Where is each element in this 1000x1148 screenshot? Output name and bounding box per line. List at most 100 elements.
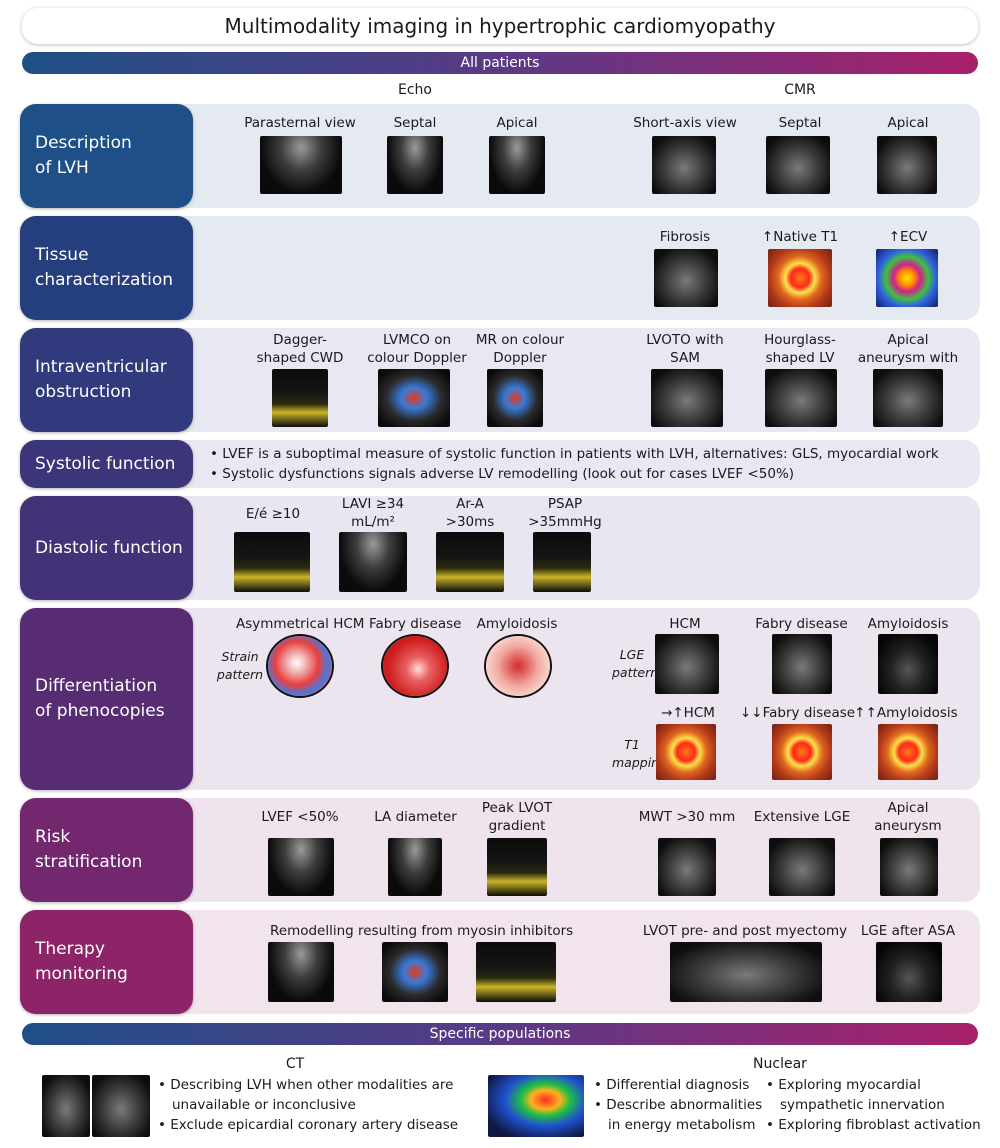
row-label-tissue: Tissue characterization: [20, 216, 193, 320]
caption-lavi: LAVI ≥34 mL/m²: [341, 496, 405, 530]
image-lvef-echo: [268, 838, 334, 896]
row-label-lvh: Description of LVH: [20, 104, 193, 208]
image-hourglass-lv: [765, 369, 837, 427]
image-native-t1-map: [768, 249, 832, 307]
nuclear-bullet-3-text: Exploring myocardial sympathetic innerva…: [778, 1077, 945, 1113]
image-septal-echo: [387, 136, 443, 194]
row-label-lvh-text: Description of LVH: [35, 133, 132, 178]
row-label-risk: Risk stratification: [20, 798, 193, 902]
image-myosin-echo-1: [268, 942, 334, 1002]
image-apical-echo: [489, 136, 545, 194]
systolic-bullet-2: • Systolic dysfunctions signals adverse …: [210, 466, 795, 482]
row-label-therapy-text: Therapy monitoring: [35, 939, 128, 984]
row-label-phenocopies: Differentiation of phenocopies: [20, 608, 193, 790]
image-lvmco-doppler: [378, 369, 450, 427]
nuclear-bullet-2-text: Describe abnormalities in energy metabol…: [606, 1097, 763, 1133]
caption-hcm-lge: HCM: [669, 616, 701, 632]
caption-amyloidosis-lge: Amyloidosis: [867, 616, 949, 632]
row-label-tissue-text: Tissue characterization: [35, 245, 174, 290]
caption-hcm-t1: →↑HCM: [661, 705, 715, 721]
caption-ecv: ↑ECV: [888, 229, 928, 245]
image-amyloidosis-lge: [878, 634, 938, 694]
caption-fibrosis: Fibrosis: [659, 229, 711, 245]
caption-lvoto-sam: LVOTO with SAM: [646, 332, 724, 366]
image-apical-aneurysm-lge: [873, 369, 943, 427]
nuclear-bullet-4-text: Exploring fibroblast activation: [778, 1117, 981, 1133]
caption-extensive-lge: Extensive LGE: [753, 809, 851, 825]
column-header-cmr: CMR: [784, 82, 816, 98]
row-label-phenocopies-text: Differentiation of phenocopies: [35, 676, 165, 721]
caption-fabry-lge: Fabry disease: [755, 616, 848, 632]
row-tissue-panel: [150, 216, 980, 320]
systolic-bullet-1-text: LVEF is a suboptimal measure of systolic…: [222, 446, 939, 462]
image-fibrosis-cmr: [654, 249, 718, 307]
caption-septal-cmr: Septal: [778, 115, 822, 131]
caption-hourglass: Hourglass-shaped LV: [764, 332, 836, 366]
section-title-ct: CT: [285, 1056, 305, 1072]
image-lge-asa-cmr: [876, 942, 942, 1002]
image-lvot-myectomy-cmr: [670, 942, 822, 1002]
image-mr-doppler: [487, 369, 543, 427]
nuclear-bullet-3: • Exploring myocardial sympathetic inner…: [766, 1077, 945, 1113]
row-label-obstruction: Intraventricular obstruction: [20, 328, 193, 432]
caption-mr-doppler: MR on colour Doppler: [475, 332, 565, 366]
caption-lvef-50: LVEF <50%: [261, 809, 339, 825]
image-amyloidosis-t1-map: [878, 724, 938, 780]
image-peak-lvot-doppler: [487, 838, 547, 896]
label-strain-pattern: Strain pattern: [216, 649, 264, 682]
image-ecv-map: [876, 249, 938, 307]
caption-lge-asa: LGE after ASA: [860, 923, 956, 939]
caption-e-e: E/é ≥10: [245, 506, 301, 522]
image-apical-aneurysm-risk-cmr: [880, 838, 938, 896]
image-fabry-lge: [772, 634, 832, 694]
image-la-diameter-echo: [388, 838, 442, 896]
ct-bullet-2-text: Exclude epicardial coronary artery disea…: [170, 1117, 459, 1133]
systolic-bullet-2-text: Systolic dysfunctions signals adverse LV…: [222, 466, 795, 482]
caption-ar-a: Ar-A >30ms: [445, 496, 495, 530]
caption-apical-echo: Apical: [496, 115, 538, 131]
nuclear-bullet-4: • Exploring fibroblast activation: [766, 1117, 981, 1133]
image-ct-1: [42, 1075, 90, 1137]
image-hcm-lge: [655, 634, 719, 694]
caption-amyloidosis-t1: ↑↑Amyloidosis: [854, 705, 958, 721]
image-apical-cmr: [877, 136, 937, 194]
image-extensive-lge-cmr: [769, 838, 835, 896]
image-fabry-t1-map: [772, 724, 832, 780]
image-psap-doppler: [533, 532, 591, 592]
row-systolic-panel: [150, 440, 980, 488]
image-e-e-doppler: [234, 532, 310, 592]
caption-apical-aneurysm-risk: Apical aneurysm: [874, 800, 942, 834]
label-t1-mapping: T1 mapping: [612, 737, 668, 770]
ct-bullet-2: • Exclude epicardial coronary artery dis…: [158, 1117, 459, 1133]
image-mwt-cmr: [658, 838, 716, 896]
image-strain-bullseye-hcm: [268, 636, 332, 696]
page-title: Multimodality imaging in hypertrophic ca…: [22, 8, 978, 44]
section-title-nuclear: Nuclear: [753, 1056, 807, 1072]
nuclear-bullet-1: • Differential diagnosis: [594, 1077, 750, 1093]
caption-parasternal: Parasternal view: [244, 115, 356, 131]
caption-peak-lvot: Peak LVOT gradient: [481, 800, 553, 834]
caption-mwt-30: MWT >30 mm: [638, 809, 736, 825]
row-label-systolic: Systolic function: [20, 440, 193, 488]
banner-specific-populations: Specific populations: [22, 1023, 978, 1045]
row-label-systolic-text: Systolic function: [35, 453, 176, 474]
label-lge-pattern: LGE pattern: [612, 647, 659, 680]
image-septal-cmr: [766, 136, 830, 194]
ct-bullet-1: • Describing LVH when other modalities a…: [158, 1077, 454, 1113]
row-label-diastolic-text: Diastolic function: [35, 537, 183, 558]
image-strain-bullseye-amyloidosis: [486, 636, 550, 696]
image-myosin-echo-2: [382, 942, 448, 1002]
caption-septal-echo: Septal: [393, 115, 437, 131]
caption-amyloidosis-echo: Amyloidosis: [476, 616, 558, 632]
image-parasternal-echo: [260, 136, 342, 194]
row-label-diastolic: Diastolic function: [20, 496, 193, 600]
row-phenocopies-panel: [150, 608, 980, 790]
row-label-obstruction-text: Intraventricular obstruction: [35, 357, 167, 402]
banner-all-patients: All patients: [22, 52, 978, 74]
image-ct-2: [92, 1075, 150, 1137]
ct-bullet-1-text: Describing LVH when other modalities are…: [170, 1077, 454, 1113]
image-hcm-t1-map: [656, 724, 716, 780]
row-label-risk-text: Risk stratification: [35, 827, 143, 872]
caption-apical-cmr: Apical: [887, 115, 929, 131]
row-label-therapy: Therapy monitoring: [20, 910, 193, 1014]
